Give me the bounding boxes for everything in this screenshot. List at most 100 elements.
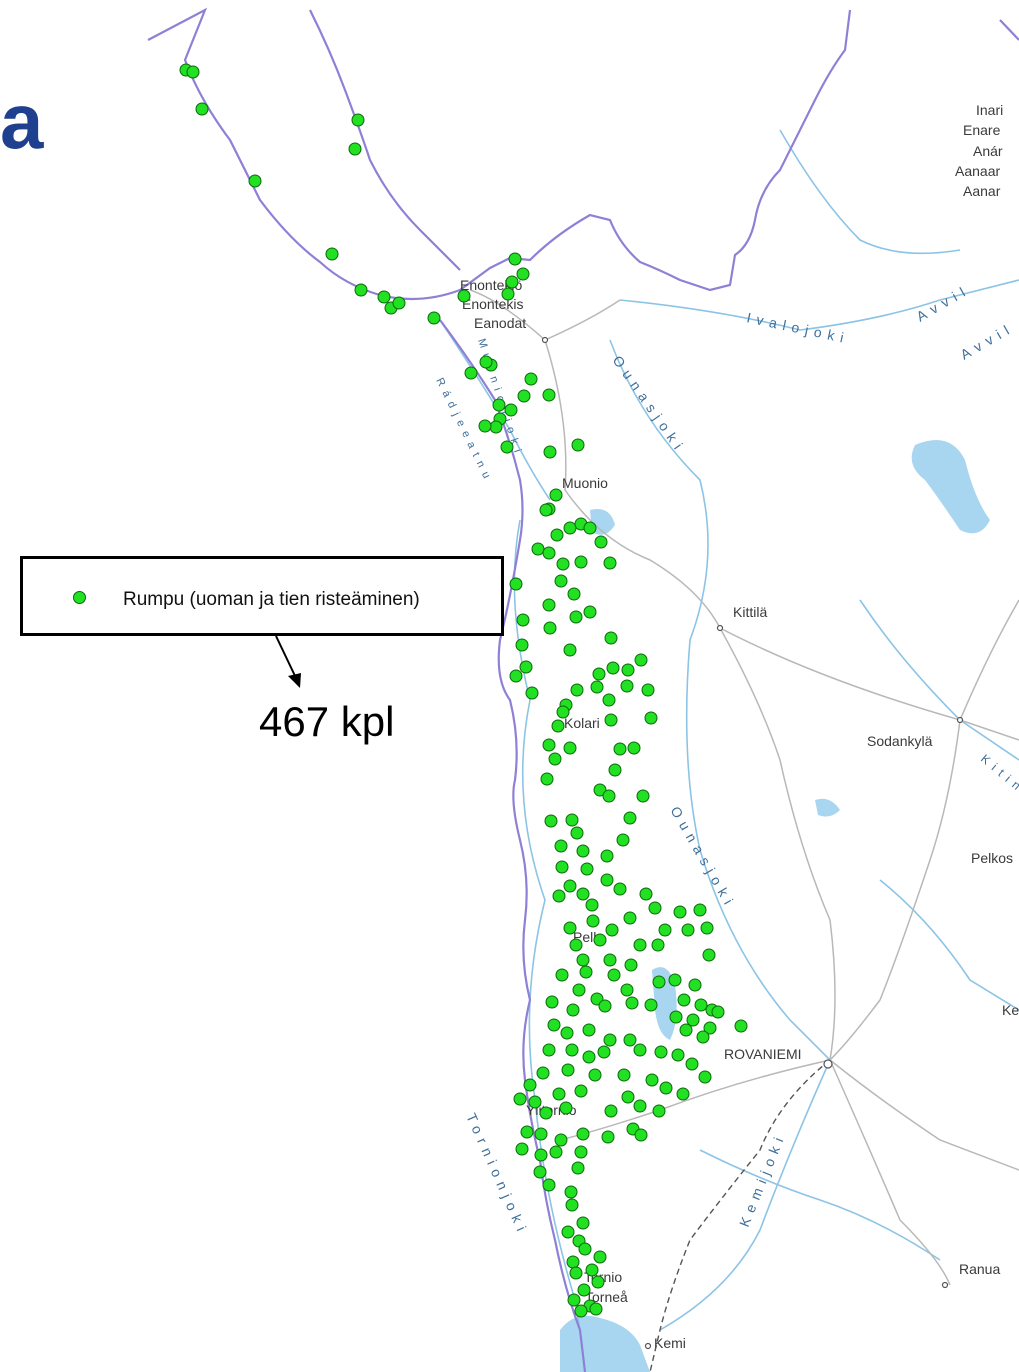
culvert-point bbox=[576, 844, 590, 858]
culvert-point bbox=[658, 923, 672, 937]
culvert-point bbox=[377, 290, 391, 304]
town-markers bbox=[541, 336, 964, 1350]
culvert-point bbox=[604, 1104, 618, 1118]
culvert-point bbox=[620, 983, 634, 997]
culvert-point bbox=[564, 1185, 578, 1199]
culvert-point bbox=[673, 905, 687, 919]
culvert-point bbox=[608, 763, 622, 777]
culvert-point bbox=[636, 789, 650, 803]
river-label: Ounasjoki bbox=[667, 804, 739, 913]
culvert-point bbox=[569, 610, 583, 624]
place-label: Pelkos bbox=[971, 850, 1013, 866]
culvert-point bbox=[572, 983, 586, 997]
culvert-point bbox=[576, 1216, 590, 1230]
river-kemijoki bbox=[659, 1059, 831, 1331]
culvert-point bbox=[607, 968, 621, 982]
culvert-point bbox=[669, 1010, 683, 1024]
culvert-point bbox=[591, 1275, 605, 1289]
culvert-point bbox=[563, 521, 577, 535]
culvert-point bbox=[621, 663, 635, 677]
arrow-head bbox=[288, 673, 301, 688]
culvert-point bbox=[590, 680, 604, 694]
national-border bbox=[309, 9, 461, 271]
town-marker bbox=[823, 1059, 833, 1069]
culvert-point bbox=[571, 1161, 585, 1175]
culvert-point bbox=[536, 1066, 550, 1080]
culvert-point bbox=[580, 862, 594, 876]
culvert-point bbox=[560, 1026, 574, 1040]
culvert-point bbox=[186, 65, 200, 79]
river-label: Avvil bbox=[914, 281, 973, 325]
culvert-point bbox=[559, 1101, 573, 1115]
road bbox=[829, 719, 961, 1061]
culvert-point bbox=[520, 1125, 534, 1139]
place-label: ROVANIEMI bbox=[724, 1046, 802, 1062]
place-label: Ranua bbox=[959, 1261, 1000, 1277]
river-label: Muonionjoki bbox=[475, 337, 525, 459]
river-ivalojoki bbox=[619, 279, 1019, 331]
river-muonionjoki bbox=[439, 319, 551, 501]
water-layer bbox=[560, 440, 990, 1372]
road bbox=[719, 627, 1019, 741]
culvert-point bbox=[652, 1104, 666, 1118]
town-marker bbox=[941, 1281, 949, 1289]
culvert-point bbox=[542, 546, 556, 560]
culvert-point bbox=[633, 1099, 647, 1113]
culvert-point bbox=[513, 1092, 527, 1106]
place-label: Kittilä bbox=[733, 604, 767, 620]
road bbox=[544, 299, 621, 341]
lake bbox=[815, 798, 840, 817]
culvert-point bbox=[603, 556, 617, 570]
culvert-point bbox=[623, 911, 637, 925]
culvert-point bbox=[681, 923, 695, 937]
place-label: Ke bbox=[1002, 1002, 1019, 1018]
culvert-point bbox=[542, 1178, 556, 1192]
culvert-point bbox=[464, 366, 478, 380]
culvert-point bbox=[392, 296, 406, 310]
river bbox=[699, 1149, 941, 1261]
culvert-point bbox=[540, 772, 554, 786]
culvert-point bbox=[574, 1304, 588, 1318]
culvert-point bbox=[554, 1133, 568, 1147]
place-label: Kemi bbox=[654, 1335, 686, 1351]
culvert-point bbox=[694, 998, 708, 1012]
culvert-point bbox=[566, 1255, 580, 1269]
national-border bbox=[147, 7, 852, 301]
culvert-point bbox=[606, 661, 620, 675]
legend-label: Rumpu (uoman ja tien risteäminen) bbox=[123, 589, 420, 610]
culvert-point bbox=[574, 1084, 588, 1098]
culvert-point bbox=[515, 638, 529, 652]
culvert-point bbox=[633, 938, 647, 952]
culvert-point bbox=[576, 887, 590, 901]
culvert-point bbox=[620, 679, 634, 693]
culvert-point bbox=[565, 1043, 579, 1057]
place-label: Enare bbox=[963, 122, 1001, 138]
culvert-point bbox=[592, 667, 606, 681]
culvert-point bbox=[563, 741, 577, 755]
national-border bbox=[999, 19, 1019, 41]
culvert-point bbox=[556, 705, 570, 719]
sea-bay bbox=[560, 1315, 650, 1372]
culvert-point bbox=[582, 1050, 596, 1064]
culvert-point bbox=[516, 613, 530, 627]
culvert-point bbox=[601, 1130, 615, 1144]
culvert-point bbox=[542, 738, 556, 752]
culvert-point bbox=[565, 1198, 579, 1212]
culvert-point bbox=[561, 1225, 575, 1239]
culvert-point bbox=[509, 669, 523, 683]
culvert-point bbox=[659, 1081, 673, 1095]
culvert-point bbox=[543, 621, 557, 635]
culvert-count-label: 467 kpl bbox=[259, 698, 395, 745]
culvert-point bbox=[644, 998, 658, 1012]
river-label: Ivalojoki bbox=[745, 309, 851, 346]
culvert-point bbox=[668, 973, 682, 987]
culvert-point bbox=[457, 289, 471, 303]
culvert-point bbox=[531, 542, 545, 556]
culvert-point bbox=[552, 1087, 566, 1101]
culvert-point bbox=[602, 789, 616, 803]
culvert-point bbox=[702, 948, 716, 962]
culvert-point bbox=[583, 605, 597, 619]
culvert-point bbox=[548, 752, 562, 766]
culvert-point bbox=[570, 683, 584, 697]
culvert-point bbox=[567, 1293, 581, 1307]
